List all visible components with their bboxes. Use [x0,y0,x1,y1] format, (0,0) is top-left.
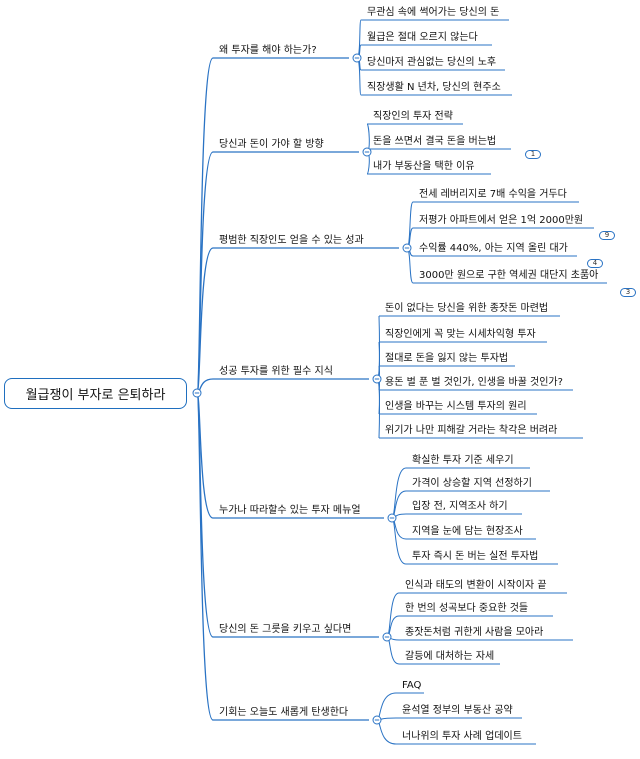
branch-topic-6[interactable]: 기회는 오늘도 새롭게 탄생한다 [219,707,349,718]
subtopic-6-2[interactable]: 너나위의 투자 사례 업데이트 [402,731,522,742]
collapse-toggle-branch-0[interactable] [352,53,362,63]
subtopic-4-1[interactable]: 가격이 상승할 지역 선정하기 [412,478,532,489]
child-connector-0-0 [356,19,362,59]
collapse-toggle-branch-1[interactable] [362,147,372,157]
subtopic-2-1[interactable]: 저평가 아파트에서 얻은 1억 2000만원 [419,215,584,226]
count-badge[interactable]: 1 [525,150,541,159]
subtopic-4-3[interactable]: 지역을 눈에 담는 현장조사 [412,526,523,537]
subtopic-5-3[interactable]: 갈등에 대처하는 자세 [405,651,495,662]
subtopic-6-1[interactable]: 윤석열 정부의 부동산 공약 [402,705,513,716]
child-connector-3-5 [376,378,380,439]
child-connector-5-0 [386,592,400,638]
subtopic-4-4[interactable]: 투자 즉시 돈 버는 실전 투자법 [412,551,539,562]
branch-topic-4[interactable]: 누가나 따라할수 있는 투자 메뉴얼 [219,505,361,516]
subtopic-5-0[interactable]: 인식과 태도의 변환이 시작이자 끝 [405,580,547,591]
child-connector-0-3 [356,57,362,96]
branch-connector-6 [196,392,214,721]
collapse-toggle-branch-6[interactable] [372,715,382,725]
count-badge[interactable]: 4 [587,259,603,268]
count-badge[interactable]: 3 [620,288,636,297]
subtopic-3-1[interactable]: 직장인에게 꼭 맞는 시세차익형 투자 [385,329,536,340]
collapse-toggle-root[interactable] [192,388,202,398]
subtopic-2-0[interactable]: 전세 레버리지로 7배 수익을 거두다 [419,189,567,200]
subtopic-0-0[interactable]: 무관심 속에 썩어가는 당신의 돈 [367,7,500,18]
subtopic-2-3[interactable]: 3000만 원으로 구한 역세권 대단지 초품아 [419,270,599,281]
subtopic-0-2[interactable]: 당신마저 관심없는 당신의 노후 [367,57,497,68]
subtopic-0-3[interactable]: 직장생활 N 년차, 당신의 현주소 [367,82,501,93]
subtopic-1-2[interactable]: 내가 부동산을 택한 이유 [373,161,475,172]
root-topic[interactable]: 월급쟁이 부자로 은퇴하라 [4,378,187,409]
collapse-toggle-branch-3[interactable] [372,374,382,384]
subtopic-5-1[interactable]: 한 번의 성곡보다 중요한 것들 [405,603,529,614]
subtopic-0-1[interactable]: 월급은 절대 오르지 않는다 [367,32,478,43]
collapse-toggle-branch-4[interactable] [387,513,397,523]
subtopic-3-4[interactable]: 인생을 바꾸는 시스템 투자의 원리 [385,401,527,412]
branch-connector-2 [196,247,214,394]
branch-topic-2[interactable]: 평범한 직장인도 얻을 수 있는 성과 [219,235,364,246]
count-badge[interactable]: 9 [599,231,615,240]
collapse-toggle-branch-5[interactable] [382,632,392,642]
subtopic-4-2[interactable]: 입장 전, 지역조사 하기 [412,501,508,512]
subtopic-4-0[interactable]: 확실한 투자 기준 세우기 [412,455,514,466]
subtopic-2-2[interactable]: 수익률 440%, 아는 지역 올린 대가 [419,243,568,254]
subtopic-6-0[interactable]: FAQ [402,680,422,691]
child-connector-4-4 [391,517,407,565]
collapse-toggle-branch-2[interactable] [402,243,412,253]
subtopic-1-1[interactable]: 돈을 쓰면서 결국 돈을 버는법 [373,136,497,147]
subtopic-3-2[interactable]: 절대로 돈을 잃지 않는 투자법 [385,353,509,364]
child-connector-6-2 [376,719,397,745]
branch-topic-1[interactable]: 당신과 돈이 가야 할 방향 [219,139,324,150]
subtopic-5-2[interactable]: 종잣돈처럼 귀한게 사람을 모아라 [405,627,544,638]
subtopic-1-0[interactable]: 직장인의 투자 전략 [373,111,453,122]
branch-topic-0[interactable]: 왜 투자를 해야 하는가? [219,45,317,56]
child-connector-6-0 [376,692,397,721]
branch-topic-5[interactable]: 당신의 돈 그릇을 키우고 싶다면 [219,624,352,635]
subtopic-3-0[interactable]: 돈이 없다는 당신을 위한 종잣돈 마련법 [385,303,549,314]
subtopic-3-5[interactable]: 위기가 나만 피해갈 거라는 착각은 버려라 [385,425,558,436]
branch-topic-3[interactable]: 성공 투자를 위한 필수 지식 [219,366,333,377]
subtopic-3-3[interactable]: 용돈 벌 푼 벌 것인가, 인생을 바꿀 것인가? [385,377,563,388]
child-connector-4-0 [391,467,407,519]
